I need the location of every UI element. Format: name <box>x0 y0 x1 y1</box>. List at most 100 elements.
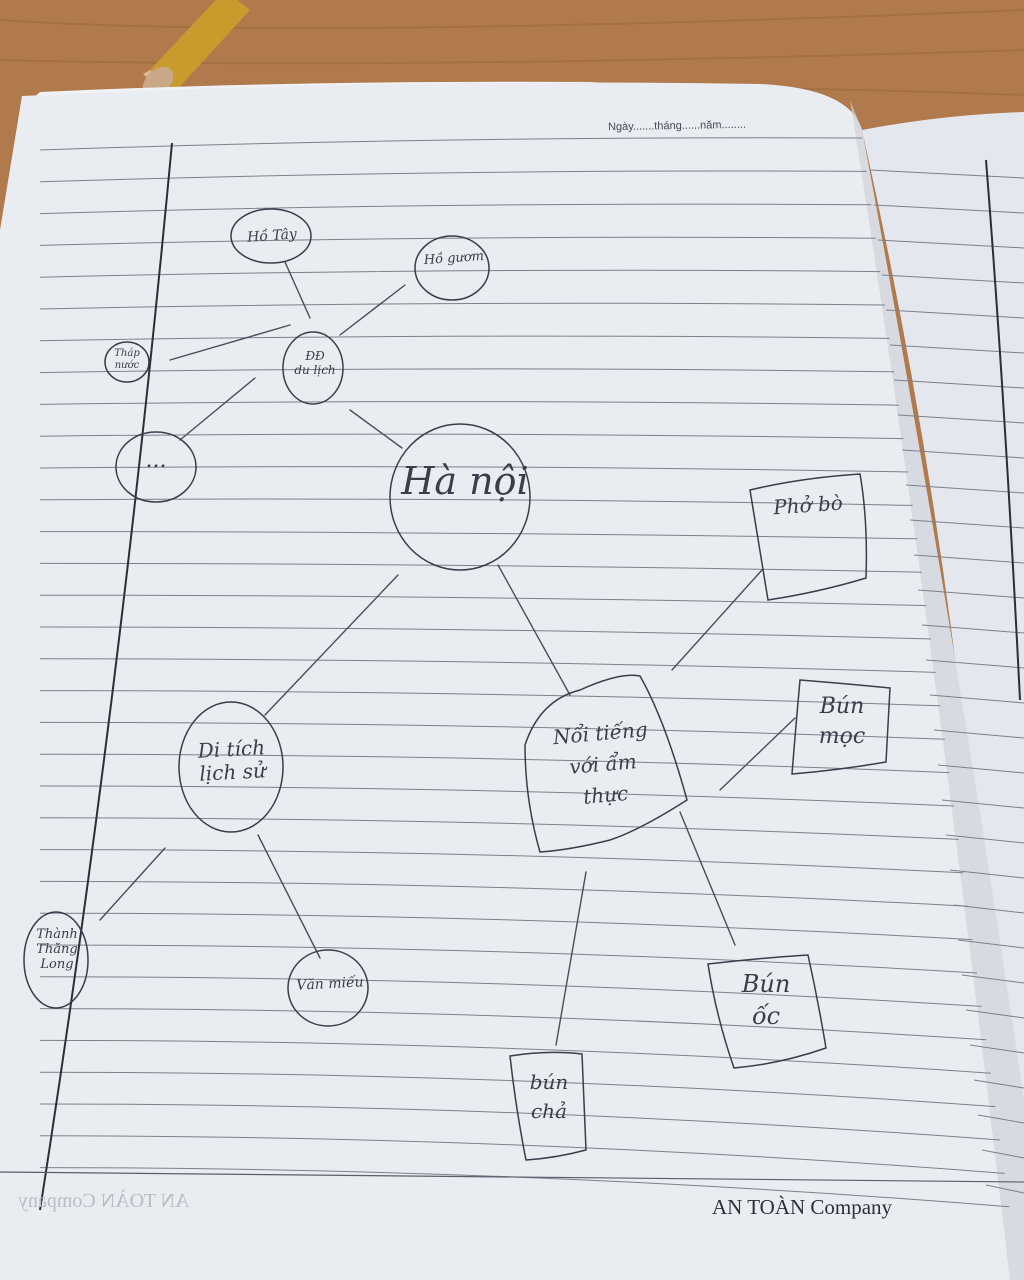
ruled-line <box>39 690 941 707</box>
connector-food-pho <box>671 569 763 671</box>
ruled-line <box>39 335 890 342</box>
history-node-label: Di tích lịch sử <box>197 735 267 786</box>
ruled-line <box>39 466 909 473</box>
bottom-rule <box>0 1171 1024 1183</box>
connector-center-tourism <box>349 409 403 449</box>
node-history-circle <box>178 701 284 833</box>
mirrored-footer-bleed: AN TOÀN Company <box>18 1190 190 1212</box>
ruled-line <box>39 302 886 310</box>
right-page-ruled-line <box>973 1079 1024 1089</box>
connector-history-vanmieu <box>257 834 321 959</box>
ruled-lines <box>39 137 1024 1208</box>
ruled-line <box>39 658 936 673</box>
right-page-ruled-line <box>945 834 1024 844</box>
ruled-line <box>39 498 913 506</box>
ruled-line <box>39 562 922 573</box>
node-bunoc-box <box>707 954 827 1069</box>
right-page-ruled-line <box>949 869 1024 879</box>
tourism-node-label: ĐĐ du lịch <box>294 349 336 377</box>
center-node-label: Hà nội <box>401 459 529 503</box>
node-center-circle <box>389 423 531 571</box>
ellipsis-node-label: ... <box>145 448 167 473</box>
ruled-line <box>39 433 904 440</box>
right-page <box>862 112 1024 1280</box>
right-page-ruled-line <box>981 1149 1024 1159</box>
ruled-line <box>39 944 978 974</box>
node-food-shape <box>524 674 688 853</box>
node-hoguom-circle <box>414 235 490 301</box>
node-hotay-circle <box>230 208 312 264</box>
food-node-label: Nổi tiếng với ẩm thực <box>551 717 649 809</box>
ruled-line <box>39 137 863 151</box>
ruled-line <box>39 626 932 640</box>
right-page-ruled-line <box>961 974 1024 984</box>
right-page-ruled-line <box>977 1114 1024 1124</box>
connector-food-bunoc <box>679 811 736 946</box>
node-pho-box <box>749 473 868 601</box>
node-vanmieu-circle <box>287 949 369 1027</box>
node-tourism-circle <box>282 331 344 405</box>
mindmap-connectors <box>99 261 796 1046</box>
ruled-line <box>39 1008 987 1041</box>
right-page-ruled-line <box>921 624 1024 634</box>
ruled-line <box>39 368 895 374</box>
right-page-ruled-line <box>901 449 1024 459</box>
right-page-ruled-line <box>877 239 1024 249</box>
bun-oc-label: Bún ốc <box>741 970 791 1031</box>
right-page-ruled-line <box>905 484 1024 494</box>
ruled-line <box>39 785 955 807</box>
ruled-line <box>39 849 964 874</box>
right-page-ruled-line <box>953 904 1024 914</box>
ruled-line <box>39 1071 996 1108</box>
right-page-ruled-line <box>929 694 1024 704</box>
connector-thapnuoc <box>169 324 291 361</box>
right-page-margin-line <box>985 159 1021 701</box>
right-page-ruled-line <box>937 764 1024 774</box>
right-page-ruled-line <box>913 554 1024 564</box>
node-thanglong-circle <box>23 911 89 1009</box>
right-page-ruled-line <box>869 169 1024 179</box>
right-page-ruled-line <box>933 729 1024 739</box>
thapnuoc-node-label: Tháp nước <box>114 348 140 371</box>
right-page-ruled-line <box>917 589 1024 599</box>
ruled-line <box>39 401 899 406</box>
right-page-ruled-line <box>969 1044 1024 1054</box>
ruled-line <box>39 880 968 907</box>
node-bunmoc-box <box>791 679 891 775</box>
right-page-ruled-line <box>965 1009 1024 1019</box>
right-page-ruled-line <box>925 659 1024 669</box>
right-page-ruled-line <box>985 1184 1024 1194</box>
ruled-line <box>39 721 945 740</box>
notebook-page <box>0 82 1024 1280</box>
right-page-ruled-line <box>889 344 1024 354</box>
thanglong-node-label: Thành Thăng Long <box>36 927 78 972</box>
date-line: Ngày.......tháng......năm........ <box>607 118 747 134</box>
node-thapnuoc-circle <box>104 341 150 383</box>
ruled-line <box>39 1103 1001 1141</box>
node-buncha-box <box>509 1051 587 1161</box>
connector-food-bunmoc <box>719 717 796 791</box>
footer-company: AN TOÀN Company <box>712 1195 893 1219</box>
node-ellipsis-circle <box>115 431 197 503</box>
right-page-ruled-line <box>909 519 1024 529</box>
ruled-line <box>39 1039 991 1074</box>
binding-shadow <box>850 100 1024 1280</box>
ruled-line <box>39 976 982 1007</box>
ruled-line <box>39 594 927 607</box>
ruled-line <box>39 170 867 183</box>
connector-hoguom <box>339 284 406 336</box>
ruled-line <box>39 531 918 540</box>
connector-history-thanglong <box>99 847 166 921</box>
connector-ellipsis <box>179 377 256 441</box>
ruled-line <box>39 817 959 840</box>
ruled-line <box>39 203 872 215</box>
mindmap-nodes <box>23 208 891 1161</box>
bun-moc-label: Bún mọc <box>818 694 866 749</box>
connector-hotay <box>284 261 311 319</box>
right-page-ruled-line <box>873 204 1024 214</box>
connector-center-history <box>264 574 399 716</box>
bun-cha-label: bún chả <box>529 1070 569 1123</box>
right-page-ruled-line <box>957 939 1024 949</box>
ruled-line <box>39 912 973 941</box>
